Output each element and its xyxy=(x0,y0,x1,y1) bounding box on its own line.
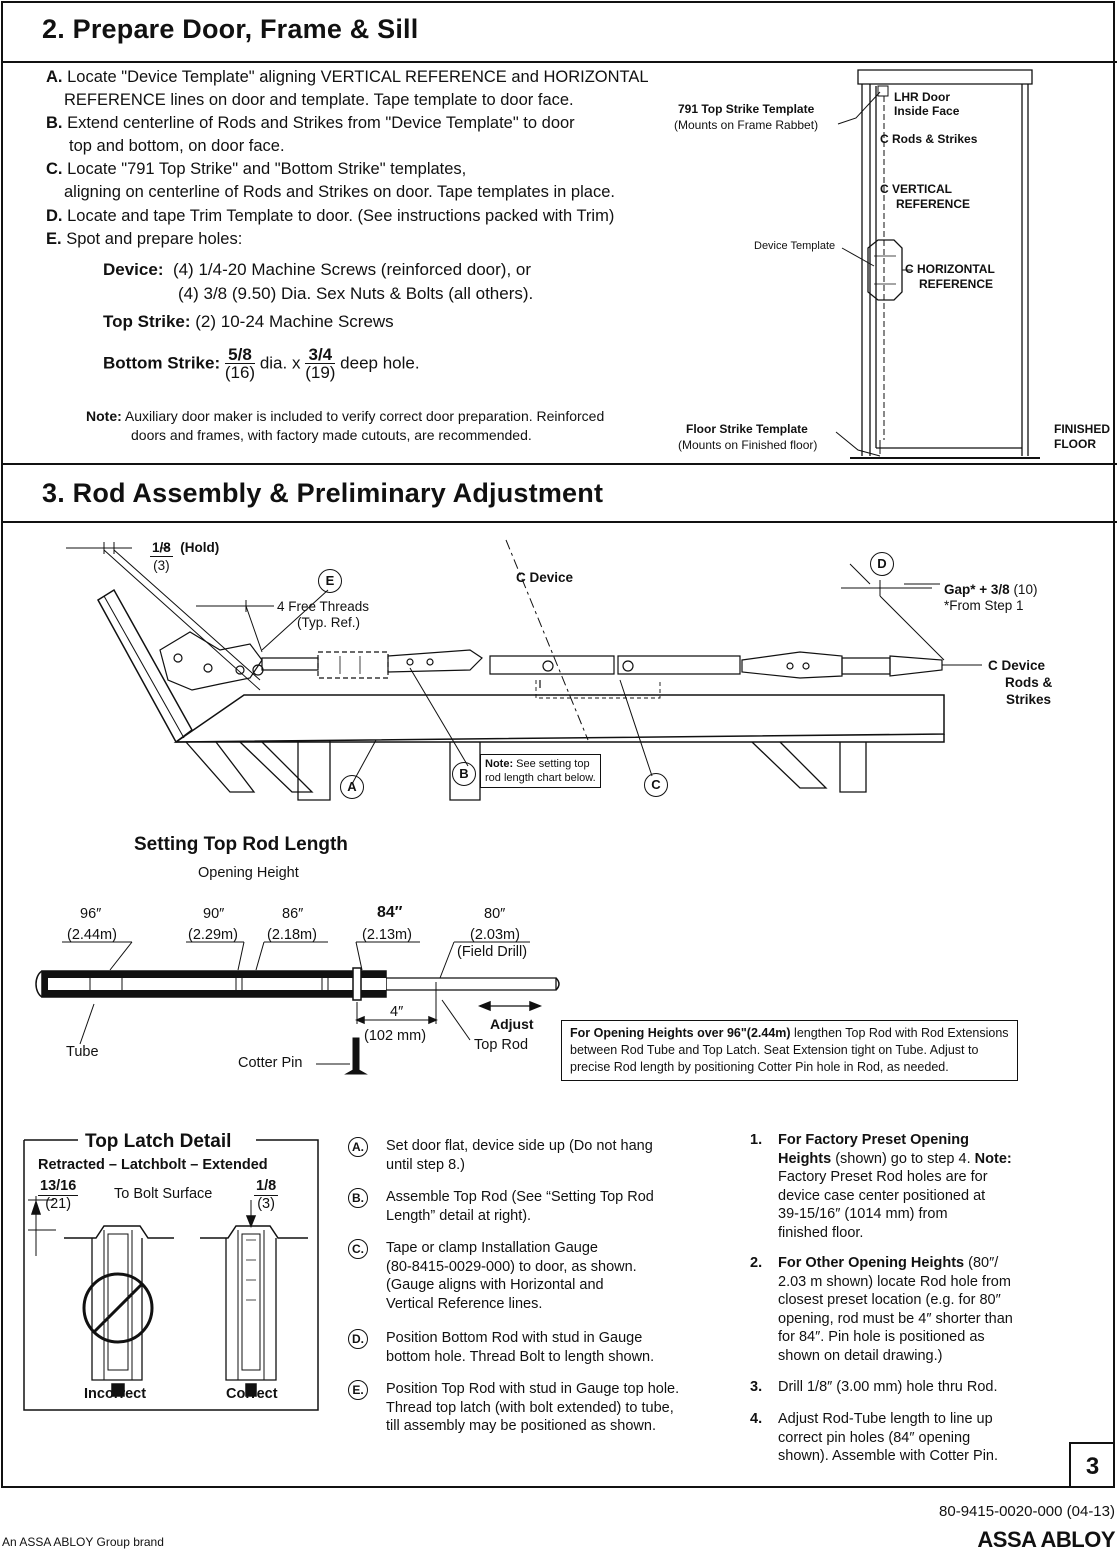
top-strike-template-sub: (Mounts on Frame Rabbet) xyxy=(674,118,819,132)
step2-e: E. Spot and prepare holes: xyxy=(46,230,243,248)
floor-strike-template-sub: (Mounts on Finished floor) xyxy=(678,438,818,452)
note-line2: doors and frames, with factory made cuto… xyxy=(131,427,532,443)
latch-left-dimension: 13/16(21) xyxy=(38,1178,79,1212)
step2-b: B. Extend centerline of Rods and Strikes… xyxy=(46,114,575,132)
height-84-m: (2.13m) xyxy=(362,927,412,943)
divider-section2-header xyxy=(1,61,1117,63)
four-inch-label: 4″ xyxy=(390,1004,404,1020)
brand-line: An ASSA ABLOY Group brand xyxy=(2,1535,164,1549)
callout-a: A xyxy=(340,775,364,799)
field-drill-label: (Field Drill) xyxy=(457,944,528,960)
numbered-step-3: 3. Drill 1/8″ (3.00 mm) hole thru Rod. xyxy=(750,1379,998,1395)
divider-section3-header xyxy=(1,521,1117,523)
height-80: 80″ xyxy=(484,906,506,922)
gap-label: Gap* + 3/8 (10) xyxy=(944,582,1038,597)
top-strike-template-label: 791 Top Strike Template xyxy=(678,102,815,116)
height-84: 84″ xyxy=(377,904,403,921)
cl-rods-strikes: C Rods & Strikes xyxy=(880,132,978,146)
document-code: 80-9415-0020-000 (04-13) xyxy=(939,1503,1115,1520)
section2-title: 2. Prepare Door, Frame & Sill xyxy=(42,14,419,44)
numbered-step-2: 2. For Other Opening Heights (80″/2.03 m… xyxy=(750,1255,1013,1364)
page-frame xyxy=(1,1,1115,1488)
step2-c-cont: aligning on centerline of Rods and Strik… xyxy=(64,183,615,201)
height-80-m: (2.03m) xyxy=(470,927,520,943)
four-inch-mm: (102 mm) xyxy=(364,1028,427,1044)
device-template-label: Device Template xyxy=(754,240,836,252)
step3-c: C. Tape or clamp Installation Gauge(80-8… xyxy=(348,1239,708,1317)
free-threads-label: 4 Free Threads xyxy=(277,599,370,614)
top-rod-label: Top Rod xyxy=(474,1037,529,1053)
setting-title: Setting Top Rod Length xyxy=(134,834,348,855)
callout-e: E xyxy=(318,569,342,593)
device-spec-2: (4) 3/8 (9.50) Dia. Sex Nuts & Bolts (al… xyxy=(178,284,534,303)
latch-detail-subtitle: Retracted – Latchbolt – Extended xyxy=(38,1157,268,1173)
height-86-m: (2.18m) xyxy=(267,927,317,943)
hold-dimension: 1/8(3) (Hold) xyxy=(150,540,220,573)
cl-horizontal-reference: C HORIZONTAL xyxy=(905,262,995,276)
lhr-door-label: LHR Door xyxy=(894,90,950,104)
cl-device-label: C Device xyxy=(516,570,574,585)
correct-label: Correct xyxy=(226,1386,278,1402)
cotter-pin-label: Cotter Pin xyxy=(238,1055,303,1071)
step3-e: E. Position Top Rod with stud in Gauge t… xyxy=(348,1380,718,1440)
cl-vertical-reference-2: REFERENCE xyxy=(896,197,971,211)
step3-b: B. Assemble Top Rod (See “Setting Top Ro… xyxy=(348,1188,708,1228)
section3-title: 3. Rod Assembly & Preliminary Adjustment xyxy=(42,478,604,508)
assembly-note-box: Note: See setting top rod length chart b… xyxy=(480,754,601,788)
step2-d: D. Locate and tape Trim Template to door… xyxy=(46,207,615,225)
height-90: 90″ xyxy=(203,906,225,922)
adjust-label: Adjust xyxy=(490,1016,534,1032)
cl-device-rods-label-3: Strikes xyxy=(1006,692,1052,707)
rod-assembly-drawing xyxy=(66,539,982,801)
to-bolt-surface-label: To Bolt Surface xyxy=(114,1186,213,1202)
cl-vertical-reference: C VERTICAL xyxy=(880,182,953,196)
top-strike-spec: Top Strike: (2) 10-24 Machine Screws xyxy=(103,312,394,331)
door-frame-diagram xyxy=(835,69,1040,459)
cl-device-rods-label-2: Rods & xyxy=(1005,675,1053,690)
bottom-strike-spec: Bottom Strike: 5/8(16) dia. x 3/4(19) de… xyxy=(103,345,420,382)
frac-5-8: 5/8(16) xyxy=(224,345,256,382)
callout-b: B xyxy=(452,762,476,786)
incorrect-label: Incorrect xyxy=(84,1386,147,1402)
finished-floor-label: FINISHED xyxy=(1054,422,1111,436)
top-latch-detail-drawing xyxy=(23,1139,319,1411)
top-rod-length-drawing xyxy=(35,941,560,1075)
page-number: 3 xyxy=(1069,1442,1114,1487)
assa-abloy-logo: ASSA ABLOY xyxy=(977,1527,1115,1552)
cl-horizontal-reference-2: REFERENCE xyxy=(919,277,994,291)
step3-d: D. Position Bottom Rod with stud in Gaug… xyxy=(348,1329,708,1369)
step3-a: A. Set door flat, device side up (Do not… xyxy=(348,1137,708,1177)
tube-label: Tube xyxy=(66,1044,99,1060)
callout-c: C xyxy=(644,773,668,797)
step2-a-cont: REFERENCE lines on door and template. Ta… xyxy=(64,91,574,109)
height-86: 86″ xyxy=(282,906,304,922)
cl-device-rods-label: C Device xyxy=(988,658,1046,673)
free-threads-label-2: (Typ. Ref.) xyxy=(297,615,361,630)
finished-floor-label-2: FLOOR xyxy=(1054,437,1096,451)
floor-strike-template-label: Floor Strike Template xyxy=(686,422,808,436)
step2-b-cont: top and bottom, on door face. xyxy=(69,137,285,155)
extensions-note-box: For Opening Heights over 96"(2.44m) leng… xyxy=(561,1020,1018,1081)
lhr-door-label-2: Inside Face xyxy=(894,104,960,118)
device-spec: Device: (4) 1/4-20 Machine Screws (reinf… xyxy=(103,260,532,279)
callout-d: D xyxy=(870,552,894,576)
height-96-m: (2.44m) xyxy=(67,927,117,943)
step2-c: C. Locate "791 Top Strike" and "Bottom S… xyxy=(46,160,467,178)
frac-3-4: 3/4(19) xyxy=(305,345,336,382)
from-step-label: *From Step 1 xyxy=(944,598,1024,613)
height-96: 96″ xyxy=(80,906,102,922)
setting-subtitle: Opening Height xyxy=(198,865,299,881)
note-line1: Note: Auxiliary door maker is included t… xyxy=(86,408,605,424)
step2-a: A. Locate "Device Template" aligning VER… xyxy=(46,68,649,86)
divider-section3 xyxy=(1,463,1117,465)
latch-detail-title: Top Latch Detail xyxy=(82,1131,235,1153)
height-90-m: (2.29m) xyxy=(188,927,238,943)
latch-right-dimension: 1/8(3) xyxy=(254,1178,279,1212)
